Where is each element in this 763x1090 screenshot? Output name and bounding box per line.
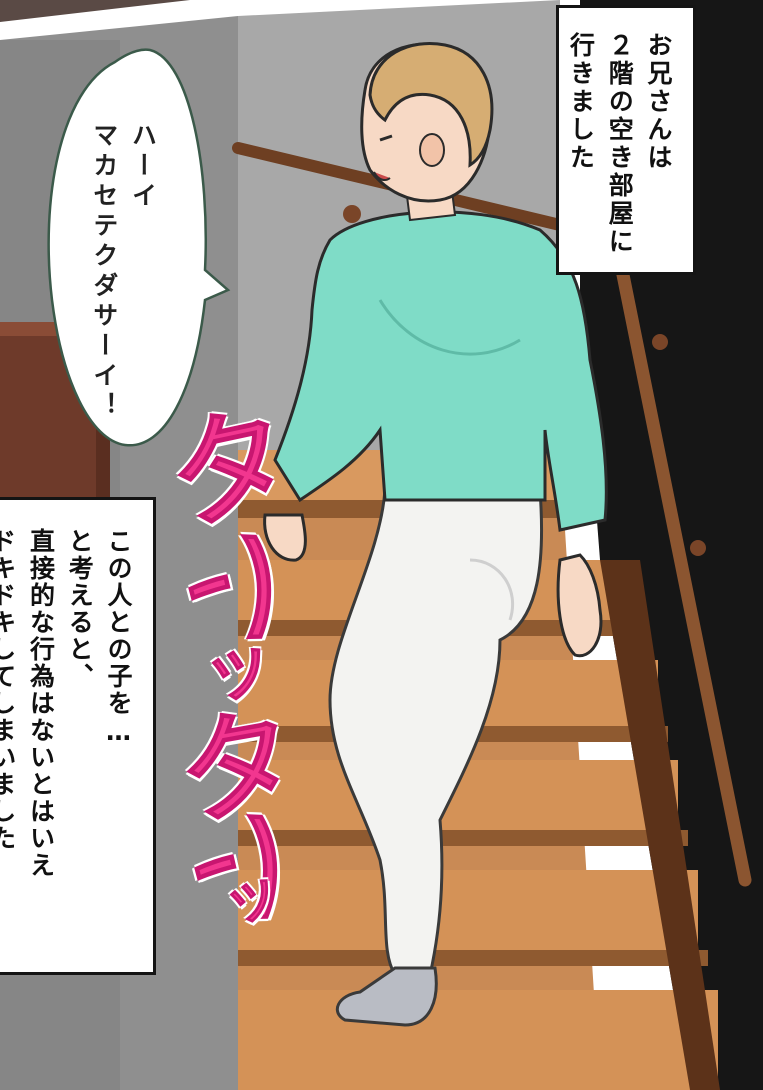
narration-box-top: お兄さんは ２階の空き部屋に 行きました <box>556 5 696 275</box>
top-strip <box>0 0 190 22</box>
speech-bubble-text: ハーイ マカセテクダサーイ！ <box>89 122 158 422</box>
narration-top-text: お兄さんは ２階の空き部屋に 行きました <box>566 32 674 256</box>
man-figure <box>263 42 608 1027</box>
handrail-right <box>613 253 752 887</box>
narration-bottom-text: この人との子を… と考えると、 直接的な行為はないとはいえ ドキドキしてしまいま… <box>0 528 133 879</box>
narration-box-bottom: この人との子を… と考えると、 直接的な行為はないとはいえ ドキドキしてしまいま… <box>0 497 156 975</box>
speech-bubble <box>47 48 231 447</box>
